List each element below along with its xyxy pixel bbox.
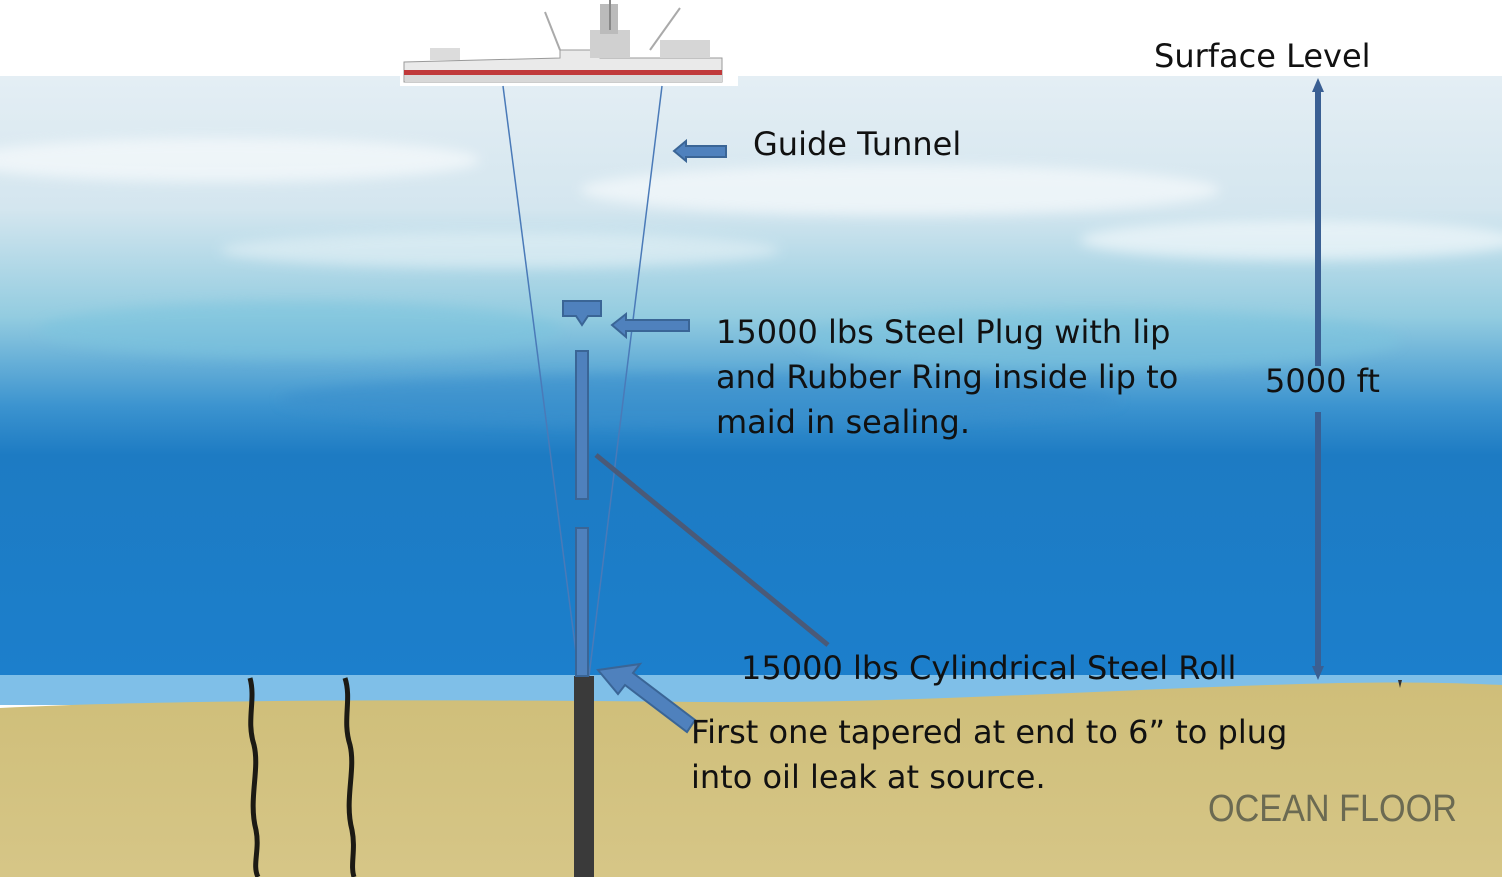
steel-roll-connector	[594, 453, 830, 647]
steel-roll-lower	[575, 527, 589, 677]
surface-level-label: Surface Level	[1154, 37, 1371, 75]
guide-tunnel-arrow	[672, 138, 727, 164]
ship	[400, 0, 738, 86]
first-roll-label-line2: into oil leak at source.	[691, 758, 1046, 796]
steel-plug-label-line3: maid in sealing.	[716, 403, 971, 441]
guide-tunnel-line-left	[502, 85, 580, 677]
ocean-floor	[0, 682, 1502, 877]
steel-roll-label: 15000 lbs Cylindrical Steel Roll	[741, 649, 1237, 687]
crack-left	[247, 677, 261, 877]
depth-label: 5000 ft	[1265, 362, 1380, 400]
steel-plug-arrow	[610, 311, 690, 340]
oil-well-pipe	[574, 676, 594, 877]
ocean-floor-label: OCEAN FLOOR	[1208, 788, 1457, 830]
water-texture	[0, 138, 1502, 426]
steel-plug-label-line2: and Rubber Ring inside lip to	[716, 358, 1179, 396]
steel-plug	[562, 300, 602, 327]
steel-roll-upper	[575, 350, 589, 500]
floor-marker	[1398, 680, 1402, 688]
guide-tunnel-line-right	[588, 85, 663, 677]
crack-right	[342, 677, 357, 877]
depth-arrow	[1312, 78, 1324, 680]
first-roll-label-line1: First one tapered at end to 6” to plug	[691, 713, 1288, 751]
guide-tunnel-label: Guide Tunnel	[753, 125, 962, 163]
steel-plug-label-line1: 15000 lbs Steel Plug with lip	[716, 313, 1171, 351]
first-roll-arrow	[596, 662, 697, 734]
